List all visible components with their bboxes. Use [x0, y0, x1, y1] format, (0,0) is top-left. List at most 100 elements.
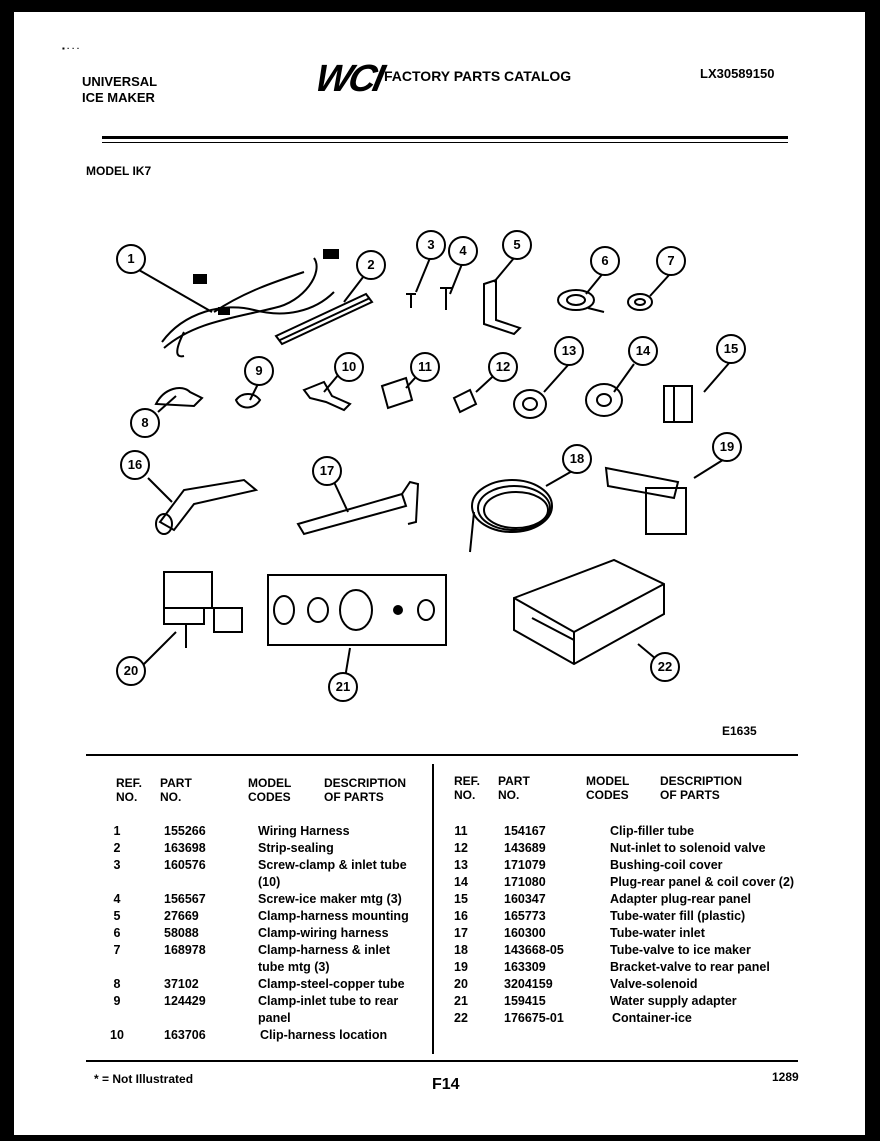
product-line-1: UNIVERSAL: [82, 74, 158, 89]
callout-14: 14: [628, 336, 658, 366]
callout-1: 1: [116, 244, 146, 274]
hdr-partno-right: NO.: [498, 788, 520, 802]
row-part: 159415: [504, 994, 546, 1008]
row-desc: Bracket-valve to rear panel: [610, 960, 770, 974]
row-desc: Tube-valve to ice maker: [610, 943, 751, 957]
callout-11: 11: [410, 352, 440, 382]
row-ref: 9: [113, 994, 121, 1008]
row-part: 37102: [164, 977, 199, 991]
hdr-desc-right: DESCRIPTION: [660, 774, 743, 788]
row-desc: Strip-sealing: [258, 841, 334, 855]
table-divider: [432, 764, 434, 1054]
row-ref: 7: [113, 943, 121, 957]
row-part: 143689: [504, 841, 546, 855]
row-ref: 3: [113, 858, 121, 872]
row-desc: Adapter plug-rear panel: [610, 892, 751, 906]
callout-17: 17: [312, 456, 342, 486]
row-desc-cont: panel: [258, 1011, 291, 1025]
catalog-number: LX30589150: [700, 66, 775, 81]
callout-8: 8: [130, 408, 160, 438]
callout-4: 4: [448, 236, 478, 266]
row-part: 163309: [504, 960, 546, 974]
callout-22: 22: [650, 652, 680, 682]
page-number: F14: [432, 1076, 460, 1093]
row-part: 171080: [504, 875, 546, 889]
row-desc-cont: (10): [258, 875, 281, 889]
row-desc: Clip-harness location: [260, 1028, 388, 1042]
callout-5: 5: [502, 230, 532, 260]
row-part: 58088: [164, 926, 199, 940]
speck-marks: ▪ · · ·: [62, 44, 80, 53]
row-ref: 19: [454, 960, 468, 974]
row-ref: 4: [113, 892, 121, 906]
row-part: 171079: [504, 858, 546, 872]
row-ref: 17: [454, 926, 468, 940]
callout-15: 15: [716, 334, 746, 364]
row-part: 160576: [164, 858, 206, 872]
row-desc: Screw-ice maker mtg (3): [258, 892, 402, 906]
row-ref: 18: [454, 943, 468, 957]
row-desc: Bushing-coil cover: [610, 858, 723, 872]
row-part: 155266: [164, 824, 206, 838]
date-code: 1289: [772, 1070, 799, 1084]
row-part: 165773: [504, 909, 546, 923]
hdr-partno-left: NO.: [160, 790, 182, 804]
model-label: MODEL IK7: [86, 164, 152, 178]
row-desc: Plug-rear panel & coil cover (2): [610, 875, 795, 889]
callout-9: 9: [244, 356, 274, 386]
callout-12: 12: [488, 352, 518, 382]
row-desc: Clip-filler tube: [610, 824, 695, 838]
row-desc-cont: tube mtg (3): [258, 960, 330, 974]
header-rule-thick: [102, 136, 788, 139]
row-desc: Wiring Harness: [258, 824, 350, 838]
table-rule-bottom: [86, 1060, 798, 1062]
row-part: 176675-01: [504, 1011, 564, 1025]
row-ref: 20: [454, 977, 468, 991]
hdr-ofparts-right: OF PARTS: [660, 788, 720, 802]
row-ref: 8: [113, 977, 121, 991]
table-rule-top: [86, 754, 798, 756]
row-desc: Clamp-wiring harness: [258, 926, 389, 940]
hdr-refno-left: NO.: [116, 790, 138, 804]
row-desc: Clamp-harness mounting: [258, 909, 409, 923]
row-desc: Screw-clamp & inlet tube: [258, 858, 407, 872]
callout-6: 6: [590, 246, 620, 276]
hdr-model-left: MODEL: [248, 776, 292, 790]
hdr-part-right: PART: [498, 774, 530, 788]
row-part: 160347: [504, 892, 546, 906]
row-ref: 2: [113, 841, 121, 855]
callout-19: 19: [712, 432, 742, 462]
row-ref: 16: [454, 909, 468, 923]
hdr-ref-left: REF.: [116, 776, 143, 790]
hdr-desc-left: DESCRIPTION: [324, 776, 407, 790]
hdr-refno-right: NO.: [454, 788, 476, 802]
row-part: 160300: [504, 926, 546, 940]
row-part: 143668-05: [504, 943, 564, 957]
hdr-ofparts-left: OF PARTS: [324, 790, 384, 804]
parts-illustration: [131, 249, 731, 685]
row-ref: 1: [113, 824, 121, 838]
hdr-codes-right: CODES: [586, 788, 629, 802]
row-desc: Water supply adapter: [610, 994, 737, 1008]
row-desc: Valve-solenoid: [610, 977, 698, 991]
row-part: 168978: [164, 943, 206, 957]
callout-2: 2: [356, 250, 386, 280]
hdr-part-left: PART: [160, 776, 192, 790]
row-part: 156567: [164, 892, 206, 906]
callout-18: 18: [562, 444, 592, 474]
row-part: 124429: [164, 994, 206, 1008]
row-desc: Tube-water inlet: [610, 926, 705, 940]
callout-13: 13: [554, 336, 584, 366]
parts-diagram: 1 2 3 4 5 6 7 8 9 10 11 12 13 14 15 16 1…: [14, 12, 865, 752]
row-part: 154167: [504, 824, 546, 838]
row-desc: Clamp-steel-copper tube: [258, 977, 405, 991]
row-part: 3204159: [504, 977, 553, 991]
row-ref: 21: [454, 994, 468, 1008]
row-ref: 22: [454, 1011, 468, 1025]
row-ref: 14: [454, 875, 468, 889]
hdr-ref-right: REF.: [454, 774, 481, 788]
row-part: 163706: [164, 1028, 206, 1042]
catalog-page: ▪ · · · UNIVERSAL ICE MAKER WCI FACTORY …: [14, 12, 865, 1135]
row-part: 163698: [164, 841, 206, 855]
figure-code: E1635: [722, 724, 757, 738]
